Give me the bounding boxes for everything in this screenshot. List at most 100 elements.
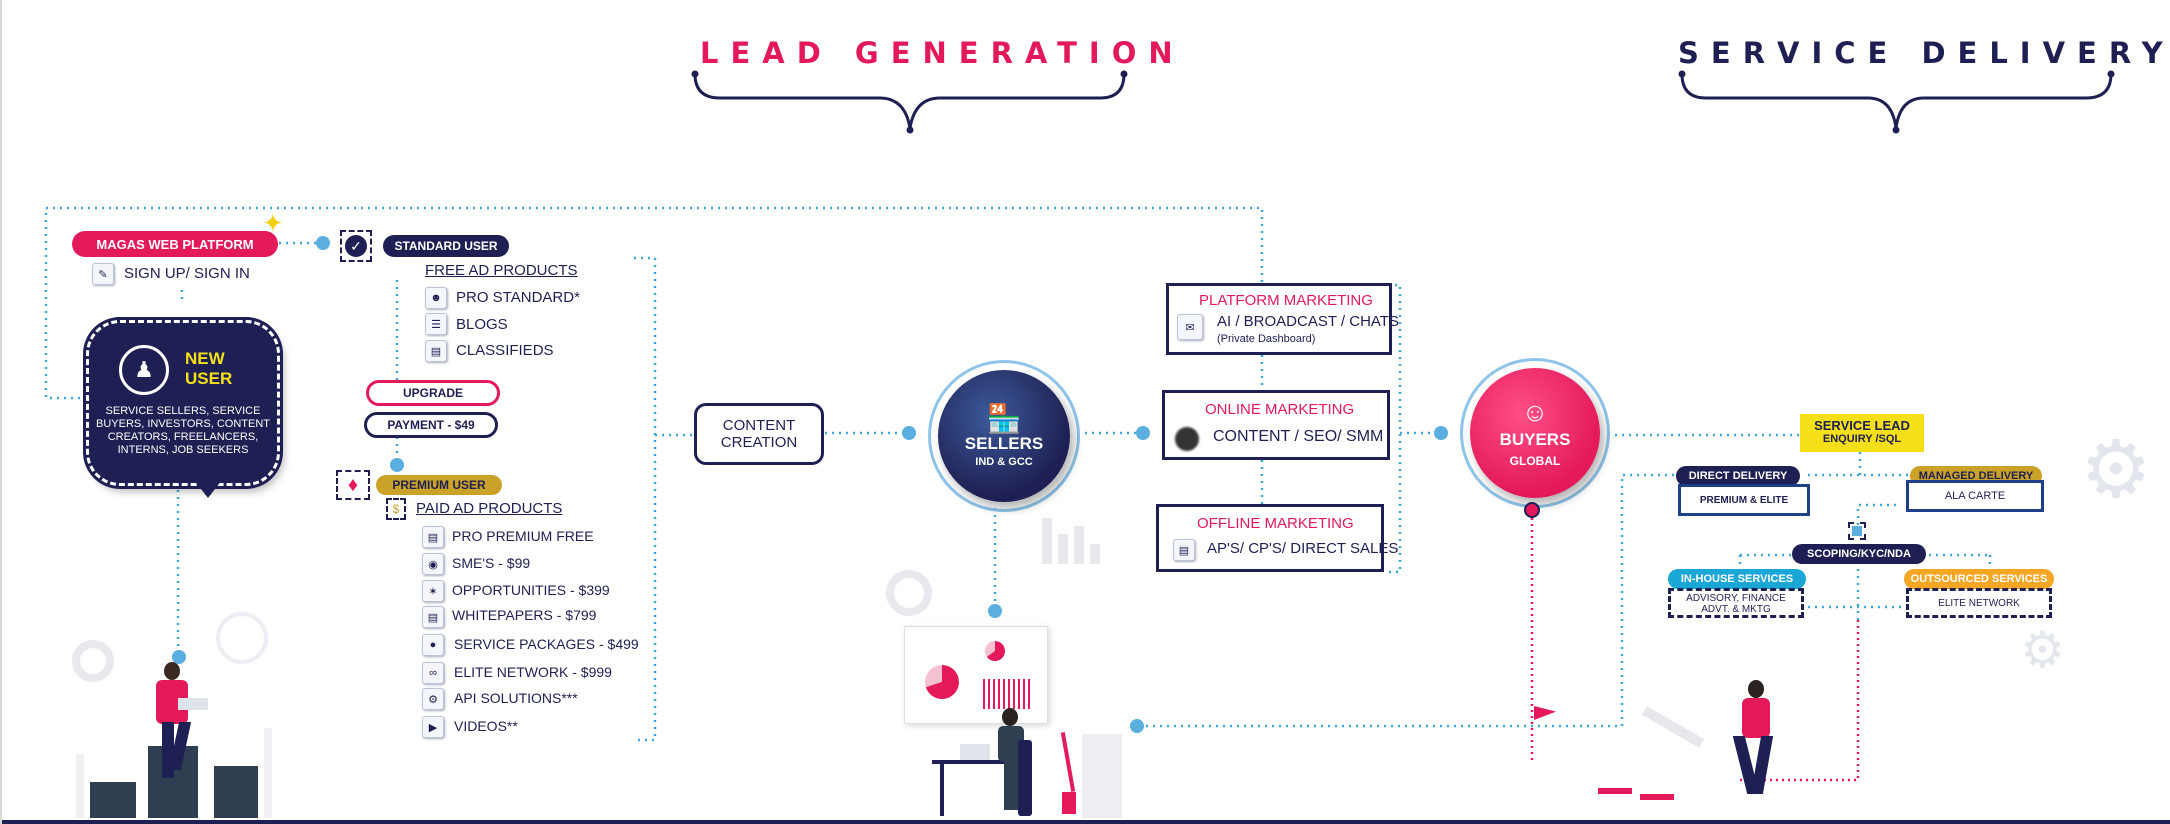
whitepaper-icon: ▤ [422,606,444,628]
premium-product-item[interactable]: SERVICE PACKAGES - $499 [454,636,639,652]
direct-delivery-sub: PREMIUM & ELITE [1699,494,1789,506]
dashboard-illustration [904,626,1048,724]
bottom-border [0,820,2170,824]
platform-marketing-title: PLATFORM MARKETING [1199,292,1373,309]
standard-product-item[interactable]: PRO STANDARD* [456,289,580,306]
diamond-icon: ♦ [336,470,370,500]
premium-product-item[interactable]: WHITEPAPERS - $799 [452,607,597,623]
step-illustration [1598,788,1632,794]
premium-product-item[interactable]: SME'S - $99 [452,555,531,571]
sme-icon: ◉ [422,553,444,575]
service-lead-title: SERVICE LEAD [1814,418,1910,433]
premium-product-item[interactable]: API SOLUTIONS*** [454,690,578,706]
standard-product-item[interactable]: CLASSIFIEDS [456,342,554,359]
payment-button[interactable]: PAYMENT - $49 [364,412,498,438]
magas-web-platform-badge: MAGAS WEB PLATFORM [72,231,278,257]
storefront-icon: 🏪 [986,403,1022,434]
gear-icon: ⚙ [2020,622,2065,678]
online-marketing-title: ONLINE MARKETING [1205,401,1355,418]
bubble-tail [194,480,222,498]
content-creation-label: CREATION [720,434,798,451]
connector-dot [1136,426,1150,440]
premium-product-item[interactable]: VIDEOS** [454,718,518,734]
network-icon: ∞ [422,662,444,684]
sellers-subtitle: IND & GCC [975,456,1033,468]
direct-delivery-badge: DIRECT DELIVERY [1676,466,1800,486]
service-lead-subtitle: ENQUIRY /SQL [1822,433,1902,445]
lead-generation-heading: LEAD GENERATION [700,36,1185,70]
user-icon: ☺ [1521,397,1549,427]
api-icon: ⚙ [422,688,444,710]
offline-marketing-body: AP'S/ CP'S/ DIRECT SALES [1207,540,1399,557]
chat-icon: ✉ [1177,314,1203,340]
decorative-bars [1042,514,1112,564]
buyers-subtitle: GLOBAL [1509,454,1561,468]
premium-user-badge: PREMIUM USER [376,475,502,495]
standard-product-item[interactable]: BLOGS [456,316,508,333]
sparkle-icon: ✦ [262,208,284,238]
sellers-node[interactable]: 🏪 SELLERS IND & GCC [938,370,1070,502]
managed-delivery-sub: ALA CARTE [1944,490,2006,502]
upgrade-button[interactable]: UPGRADE [366,380,500,406]
online-marketing-body: CONTENT / SEO/ SMM [1213,428,1384,445]
content-creation-box: CONTENT CREATION [694,403,824,465]
premium-product-item[interactable]: PRO PREMIUM FREE [452,528,594,544]
new-user-title-2: USER [185,369,233,388]
new-user-desc-line: INTERNS, JOB SEEKERS [117,444,249,456]
plant-illustration [1058,732,1082,814]
left-border [0,0,2,824]
sellers-halo [928,360,1080,512]
classifieds-icon: ▤ [425,340,447,362]
decorative-ring [72,640,114,682]
offline-marketing-box: OFFLINE MARKETING ▤ AP'S/ CP'S/ DIRECT S… [1156,504,1398,572]
new-user-description: SERVICE SELLERS, SERVICE BUYERS, INVESTO… [89,405,277,457]
new-user-bubble: ♟ NEW USER SERVICE SELLERS, SERVICE BUYE… [86,320,280,486]
package-icon: ● [422,634,444,656]
runner-illustration [1720,680,1790,810]
connector-dot [316,236,330,250]
new-user-desc-line: SERVICE SELLERS, SERVICE [105,405,261,417]
platform-marketing-note: (Private Dashboard) [1217,333,1316,345]
signup-link[interactable]: SIGN UP/ SIGN IN [124,265,250,282]
platform-marketing-box: PLATFORM MARKETING ✉ AI / BROADCAST / CH… [1166,283,1399,355]
lead-generation-brace [693,73,1126,129]
connector-dot [1130,719,1144,733]
scoping-badge: SCOPING/KYC/NDA [1792,544,1926,564]
person-illustration [142,662,208,792]
magnifier-icon [216,612,268,664]
search-icon [1175,427,1199,451]
buyers-node[interactable]: ☺ BUYERS GLOBAL [1470,368,1600,498]
connector-dot-red [1524,502,1540,518]
new-user-title-1: NEW [185,349,225,368]
direct-delivery-box: PREMIUM & ELITE [1678,484,1810,516]
inhouse-sub: ADVISORY, FINANCE [1686,593,1786,604]
inhouse-services-box: ADVISORY, FINANCE ADVT. & MKTG [1668,588,1804,618]
connector-dot [988,604,1002,618]
inhouse-sub: ADVT. & MKTG [1701,604,1771,615]
content-creation-label: CONTENT [722,417,796,434]
user-icon: ☻ [425,287,447,309]
cabinet-illustration [1082,734,1122,818]
check-circle-icon: ✓ [340,230,372,262]
premium-product-item[interactable]: ELITE NETWORK - $999 [454,664,612,680]
connector-dot [1434,426,1448,440]
opportunities-icon: ✶ [422,580,444,602]
outsourced-services-badge: OUTSOURCED SERVICES [1904,569,2054,589]
premium-icon: ▤ [422,526,444,548]
inhouse-services-badge: IN-HOUSE SERVICES [1668,569,1806,589]
gear-icon: ⚙ [2080,425,2152,514]
new-user-desc-line: BUYERS, INVESTORS, CONTENT [96,418,270,430]
premium-product-item[interactable]: OPPORTUNITIES - $399 [452,582,610,598]
decorative-ring [886,570,932,616]
new-user-desc-line: CREATORS, FREELANCERS, [107,431,259,443]
service-delivery-heading: SERVICE DELIVERY [1678,36,2170,70]
standard-user-badge: STANDARD USER [383,235,509,257]
signup-icon: ✎ [92,263,114,285]
managed-delivery-box: ALA CARTE [1906,480,2044,512]
connector-dot [172,650,186,664]
connector-dot [390,458,404,472]
video-icon: ▶ [422,716,444,738]
outsourced-sub: ELITE NETWORK [1938,597,2020,609]
offline-marketing-title: OFFLINE MARKETING [1197,515,1354,532]
